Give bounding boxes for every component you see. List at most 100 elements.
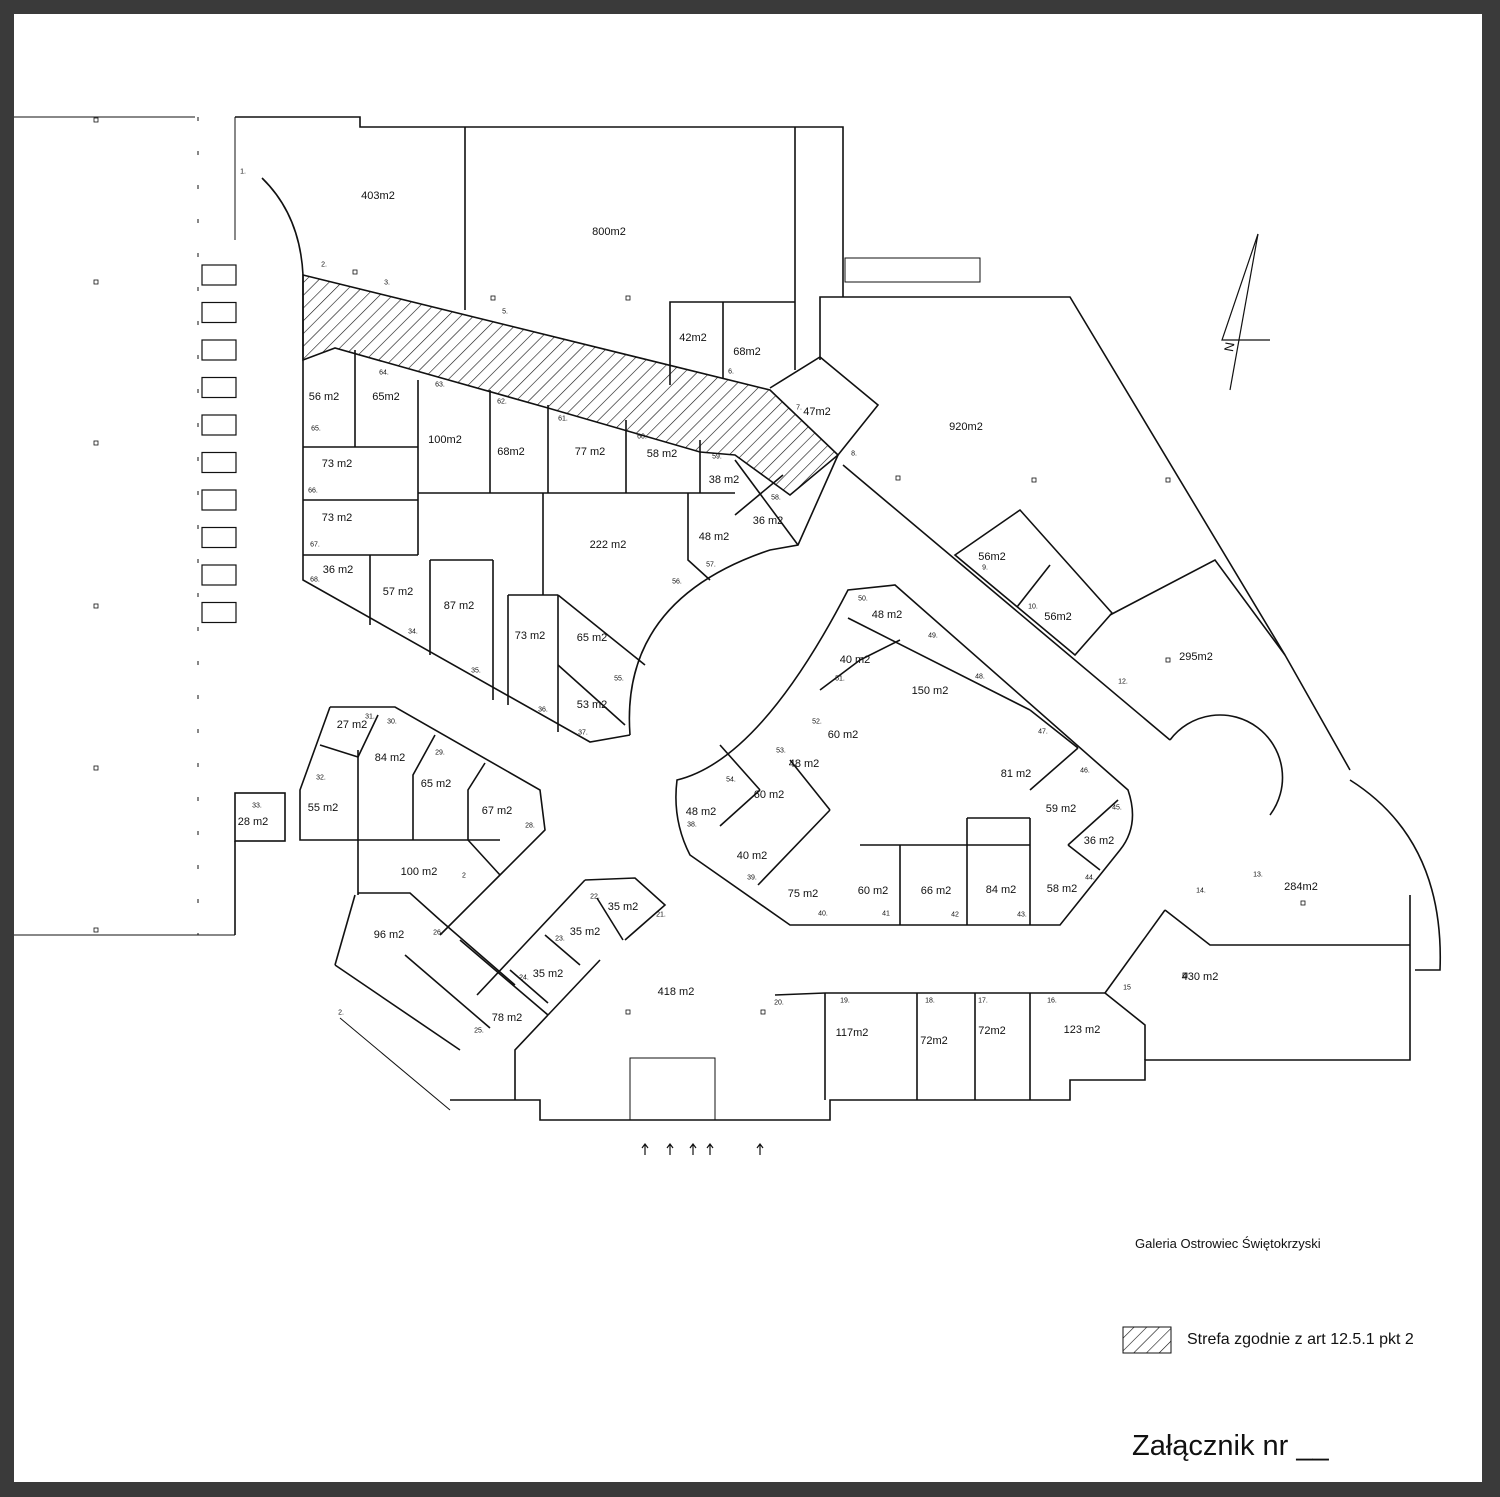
project-title: Galeria Ostrowiec Świętokrzyski: [1135, 1236, 1321, 1251]
unit-number-label: 66.: [308, 487, 318, 495]
column-marker: [1165, 657, 1171, 663]
unit-number-label: 18.: [925, 997, 935, 1005]
parking-bay: [201, 339, 237, 361]
left-wing-walls: [14, 116, 236, 936]
unit-number-label: 39.: [747, 874, 757, 882]
parking-bay: [201, 601, 237, 624]
unit-area-label: 40 m2: [839, 654, 871, 666]
column-marker: [1165, 477, 1171, 483]
column-marker: [93, 927, 99, 933]
unit-number-label: 19.: [840, 997, 850, 1005]
unit-number-label: 20.: [774, 999, 784, 1007]
unit-area-label: 295m2: [1179, 651, 1213, 663]
marker-number: 2.: [321, 261, 327, 269]
unit-number-label: 28.: [525, 822, 535, 830]
unit-area-label: 47m2: [803, 406, 831, 418]
column-marker: [625, 1009, 631, 1015]
column-marker: [490, 295, 496, 301]
parking-bay: [201, 526, 237, 549]
unit-area-label: 96 m2: [373, 929, 405, 941]
unit-area-label: 73 m2: [514, 630, 546, 642]
unit-number-label: 26.: [433, 929, 443, 937]
parking-bay: [201, 376, 237, 399]
parking-bay: [201, 414, 237, 436]
unit-area-label: 100m2: [428, 434, 462, 446]
unit-number-label: 64.: [379, 369, 389, 377]
column-marker: [93, 117, 99, 123]
column-marker: [93, 440, 99, 446]
unit-number-label: 31.: [365, 713, 375, 721]
marker-number: 21.: [656, 911, 666, 919]
column-marker: [895, 475, 901, 481]
unit-number-label: 50.: [858, 595, 868, 603]
parking-bay: [201, 264, 237, 286]
unit-area-label: 100 m2: [400, 866, 438, 878]
unit-area-label: 84 m2: [374, 752, 406, 764]
unit-area-label: 35 m2: [569, 926, 601, 938]
unit-number-label: 29.: [435, 749, 445, 757]
unit-number-label: 47.: [1038, 728, 1048, 736]
north-label: N: [1221, 341, 1237, 353]
unit-area-label: 150 m2: [911, 685, 949, 697]
unit-area-label: 38 m2: [708, 474, 740, 486]
main-walls: [234, 116, 1442, 1121]
unit-area-label: 35 m2: [532, 968, 564, 980]
unit-number-label: 1.: [240, 168, 246, 176]
unit-number-label: 32.: [316, 774, 326, 782]
unit-number-label: 17.: [978, 997, 988, 1005]
unit-number-label: 56.: [672, 578, 682, 586]
column-marker: [1031, 477, 1037, 483]
unit-number-label: 10.: [1028, 603, 1038, 611]
unit-number-label: 40.: [818, 910, 828, 918]
unit-number-label: 6.: [728, 368, 734, 376]
unit-area-label: 75 m2: [787, 888, 819, 900]
unit-area-label: 87 m2: [443, 600, 475, 612]
unit-area-label: 58 m2: [646, 448, 678, 460]
unit-area-label: 68m2: [733, 346, 761, 358]
unit-area-label: 59 m2: [1045, 803, 1077, 815]
unit-number-label: 22.: [590, 893, 600, 901]
unit-area-label: 73 m2: [321, 512, 353, 524]
unit-number-label: 54.: [726, 776, 736, 784]
unit-number-label: 61.: [558, 415, 568, 423]
north-arrow: [1221, 233, 1270, 391]
unit-area-label: 36 m2: [322, 564, 354, 576]
unit-area-label: 28 m2: [237, 816, 269, 828]
unit-area-label: 36 m2: [1083, 835, 1115, 847]
unit-area-label: 72m2: [920, 1035, 948, 1047]
unit-area-label: 58 m2: [1046, 883, 1078, 895]
parking-bay: [201, 564, 237, 586]
unit-area-label: 56 m2: [308, 391, 340, 403]
unit-number-label: 44.: [1085, 874, 1095, 882]
unit-number-label: 68.: [310, 576, 320, 584]
unit-number-label: 38.: [687, 821, 697, 829]
unit-area-label: 48 m2: [698, 531, 730, 543]
unit-area-label: 60 m2: [753, 789, 785, 801]
unit-number-label: 5.: [502, 308, 508, 316]
column-marker: [1182, 972, 1188, 978]
unit-area-label: 48 m2: [685, 806, 717, 818]
drawing-sheet: [14, 14, 1482, 1482]
marker-number: 14.: [1196, 887, 1206, 895]
unit-number-label: 55.: [614, 675, 624, 683]
unit-number-label: 16.: [1047, 997, 1057, 1005]
column-marker: [93, 603, 99, 609]
unit-area-label: 65 m2: [576, 632, 608, 644]
unit-area-label: 81 m2: [1000, 768, 1032, 780]
unit-area-label: 418 m2: [657, 986, 695, 998]
unit-number-label: 46.: [1080, 767, 1090, 775]
unit-area-label: 56m2: [1044, 611, 1072, 623]
marker-number: 49.: [928, 632, 938, 640]
unit-area-label: 284m2: [1284, 881, 1318, 893]
unit-number-label: 57.: [706, 561, 716, 569]
unit-number-label: 53.: [776, 747, 786, 755]
unit-number-label: 60.: [637, 433, 647, 441]
column-marker: [625, 295, 631, 301]
parking-bay: [201, 301, 237, 324]
unit-number-label: 34.: [408, 628, 418, 636]
unit-area-label: 40 m2: [736, 850, 768, 862]
unit-area-label: 67 m2: [481, 805, 513, 817]
column-marker: [93, 765, 99, 771]
unit-number-label: 33.: [252, 802, 262, 810]
